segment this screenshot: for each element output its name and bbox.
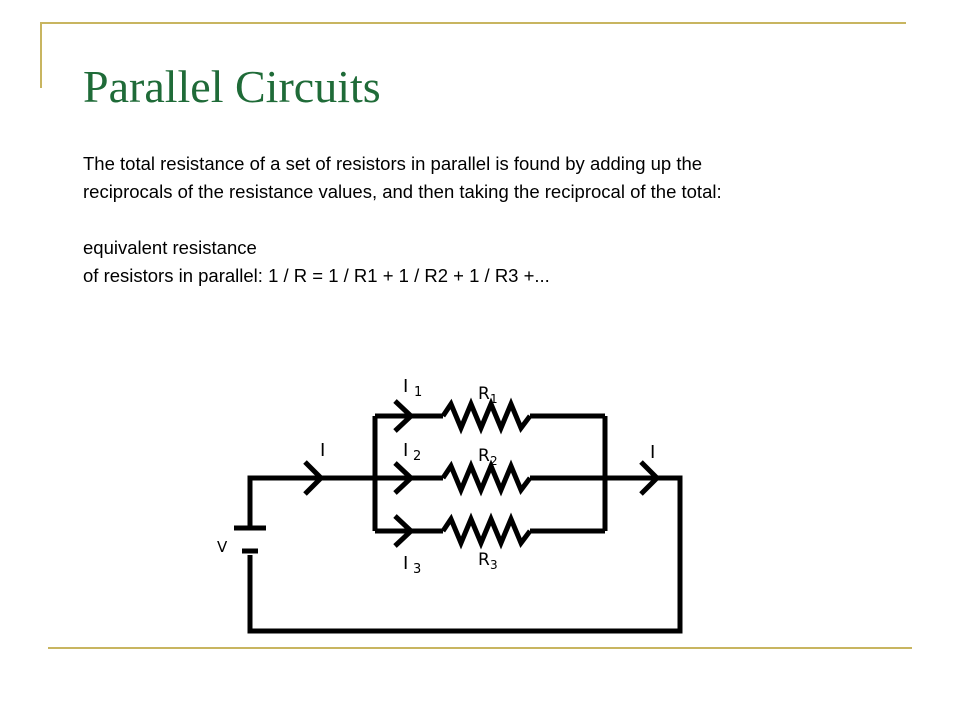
arrow-current-branch-2 bbox=[393, 461, 415, 495]
arrow-current-branch-3 bbox=[393, 514, 415, 548]
wire-right-bottom bbox=[247, 475, 683, 634]
slide-title: Parallel Circuits bbox=[83, 61, 381, 112]
frame-left-line bbox=[40, 22, 42, 88]
label-voltage: V bbox=[217, 538, 228, 556]
label-r1-sub: 1 bbox=[490, 392, 498, 406]
formula-line-2: of resistors in parallel: 1 / R = 1 / R1… bbox=[83, 265, 550, 286]
label-i2: I bbox=[403, 440, 408, 461]
frame-top-line bbox=[40, 22, 906, 24]
frame-bottom-line bbox=[48, 647, 912, 649]
arrow-current-branch-1 bbox=[393, 399, 415, 433]
label-i3-sub: 3 bbox=[413, 562, 421, 577]
resistor-r2 bbox=[440, 459, 532, 497]
arrow-current-exit bbox=[639, 460, 661, 496]
label-current-exit: I bbox=[650, 442, 655, 463]
label-i1-sub: 1 bbox=[414, 385, 422, 400]
parallel-circuit-diagram: I I V I 1 R 1 I 2 R 2 I 3 R 3 bbox=[217, 376, 683, 634]
label-r2: R bbox=[478, 446, 490, 466]
paragraph-line-2: reciprocals of the resistance values, an… bbox=[83, 181, 722, 202]
arrow-current-total bbox=[303, 460, 325, 496]
resistor-r3 bbox=[440, 512, 532, 550]
label-current-total: I bbox=[320, 440, 325, 461]
wire-left-top bbox=[247, 475, 375, 528]
slide-body: The total resistance of a set of resisto… bbox=[83, 150, 943, 290]
label-r3-sub: 3 bbox=[490, 558, 498, 572]
paragraph-line-1: The total resistance of a set of resisto… bbox=[83, 153, 703, 174]
label-i2-sub: 2 bbox=[413, 449, 421, 464]
label-r1: R bbox=[478, 384, 490, 404]
label-i3: I bbox=[403, 553, 408, 574]
resistor-r1 bbox=[440, 397, 532, 435]
label-r2-sub: 2 bbox=[490, 454, 498, 468]
label-r3: R bbox=[478, 550, 490, 570]
label-i1: I bbox=[403, 376, 408, 397]
formula-line-1: equivalent resistance bbox=[83, 237, 257, 258]
